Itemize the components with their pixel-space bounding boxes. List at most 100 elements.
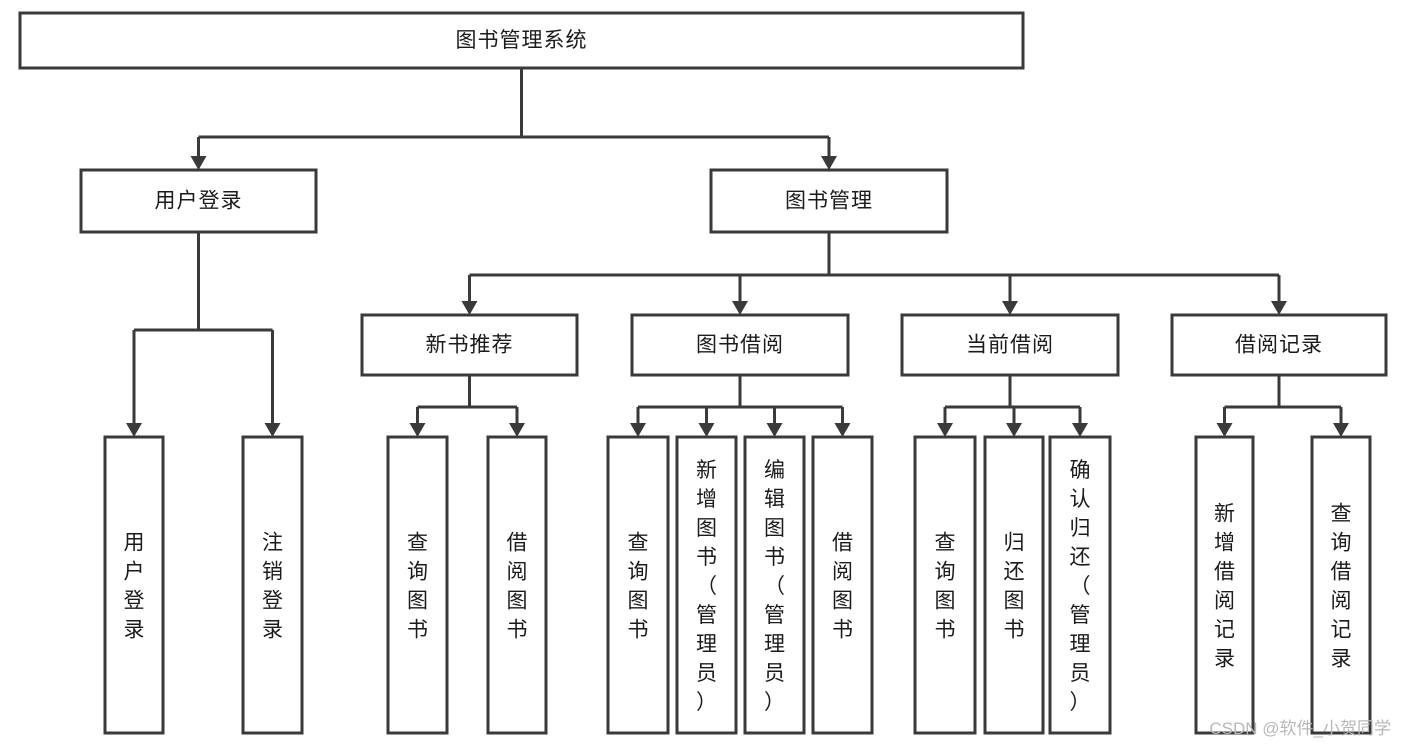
svg-text:图: 图	[764, 517, 785, 540]
node-root-label: 图书管理系统	[456, 29, 588, 52]
svg-text:借: 借	[832, 532, 853, 555]
node-n-book-mgmt[interactable]: 图书管理	[709, 168, 949, 234]
newbookrec-to-leaf-0-arrow-icon	[409, 423, 426, 437]
svg-text:理: 理	[1070, 633, 1091, 656]
userlogin-to-leaf-1-arrow-icon	[264, 423, 281, 437]
bookmgmt-to-l3-1-arrow-icon	[732, 301, 748, 315]
node-n-book-mgmt-label: 图书管理	[785, 190, 873, 213]
svg-text:（: （	[1070, 575, 1091, 598]
node-n-new-book-rec[interactable]: 新书推荐	[360, 313, 579, 377]
root-to-l2-1-arrow-icon	[821, 156, 837, 170]
svg-text:图: 图	[935, 590, 956, 613]
root-to-l2-0-arrow-icon	[190, 156, 207, 170]
svg-text:理: 理	[764, 633, 785, 656]
svg-text:录: 录	[1331, 648, 1352, 671]
svg-text:查: 查	[628, 532, 649, 555]
watermark-label: CSDN @软件_小贺同学	[1209, 719, 1391, 738]
node-root[interactable]: 图书管理系统	[18, 11, 1025, 70]
svg-text:查: 查	[935, 532, 956, 555]
svg-text:还: 还	[1070, 546, 1091, 569]
node-n-borrow-record-label: 借阅记录	[1235, 334, 1323, 357]
svg-text:登: 登	[262, 590, 283, 613]
svg-text:阅: 阅	[1214, 590, 1235, 613]
svg-text:阅: 阅	[832, 561, 853, 584]
svg-text:确: 确	[1070, 459, 1091, 482]
svg-text:认: 认	[1070, 488, 1091, 511]
svg-text:新: 新	[696, 459, 717, 482]
svg-text:归: 归	[1070, 517, 1091, 540]
svg-text:询: 询	[1331, 532, 1352, 555]
newbookrec-to-leaf-1-arrow-icon	[509, 423, 525, 437]
svg-text:录: 录	[1214, 648, 1235, 671]
svg-text:编: 编	[764, 459, 785, 482]
svg-text:新: 新	[1214, 503, 1235, 526]
svg-text:）: ）	[696, 691, 717, 714]
svg-text:询: 询	[935, 561, 956, 584]
currentborrow-to-leaf-1-arrow-icon	[1006, 423, 1022, 437]
svg-text:查: 查	[1331, 503, 1352, 526]
node-n-current-borrow[interactable]: 当前借阅	[900, 313, 1120, 377]
svg-text:理: 理	[696, 633, 717, 656]
svg-text:员: 员	[764, 662, 785, 685]
node-l-user-login[interactable]: 用户登录	[103, 435, 165, 735]
node-layer: 图书管理系统用户登录图书管理新书推荐图书借阅当前借阅借阅记录用户登录注销登录查询…	[18, 11, 1388, 735]
bookborrow-to-leaf-3-arrow-icon	[834, 423, 851, 437]
svg-text:查: 查	[407, 532, 428, 555]
svg-text:图: 图	[696, 517, 717, 540]
connector-layer	[126, 68, 1349, 437]
node-n-book-borrow-label: 图书借阅	[696, 334, 784, 357]
svg-text:书: 书	[696, 546, 717, 569]
bookborrow-to-leaf-2-arrow-icon	[766, 423, 783, 437]
svg-text:询: 询	[628, 561, 649, 584]
svg-text:员: 员	[1070, 662, 1091, 685]
svg-text:登: 登	[124, 590, 145, 613]
bookmgmt-to-l3-3-arrow-icon	[1271, 301, 1287, 315]
svg-text:书: 书	[832, 619, 853, 642]
svg-text:注: 注	[262, 532, 283, 555]
svg-text:阅: 阅	[1331, 590, 1352, 613]
svg-text:图: 图	[832, 590, 853, 613]
borrowrecord-to-leaf-0-arrow-icon	[1216, 423, 1233, 437]
node-n-user-login[interactable]: 用户登录	[79, 168, 318, 234]
bookmgmt-to-l3-2-arrow-icon	[1002, 301, 1018, 315]
svg-text:增: 增	[696, 488, 717, 511]
svg-text:录: 录	[262, 619, 283, 642]
svg-text:辑: 辑	[764, 488, 785, 511]
svg-text:管: 管	[764, 604, 785, 627]
svg-text:图: 图	[1004, 590, 1025, 613]
svg-text:）: ）	[764, 691, 785, 714]
svg-text:借: 借	[1331, 561, 1352, 584]
svg-text:用: 用	[124, 532, 145, 555]
node-n-book-borrow[interactable]: 图书借阅	[630, 313, 850, 377]
svg-text:户: 户	[124, 561, 145, 584]
node-n-borrow-record[interactable]: 借阅记录	[1170, 313, 1388, 377]
svg-text:书: 书	[764, 546, 785, 569]
svg-text:归: 归	[1004, 532, 1025, 555]
svg-text:（: （	[764, 575, 785, 598]
